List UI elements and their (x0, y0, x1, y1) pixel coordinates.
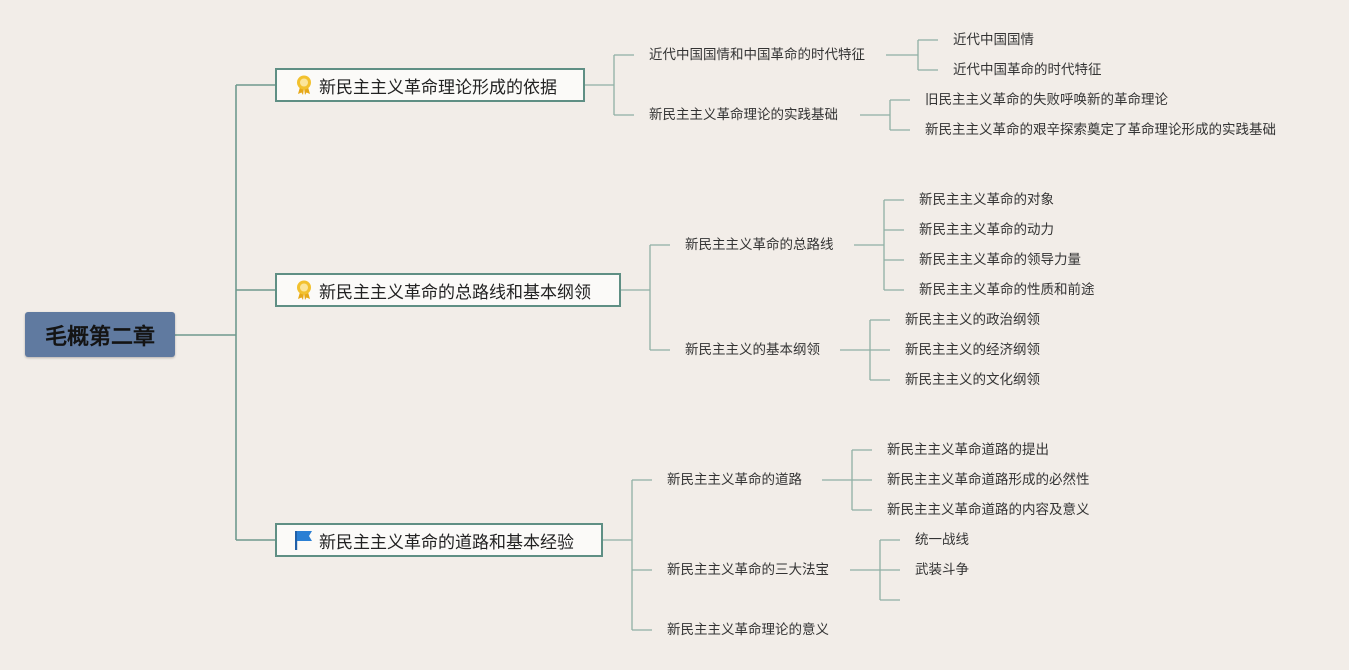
award-ribbon-icon (293, 74, 315, 96)
leaf-topic[interactable]: 新民主主义革命道路的提出 (887, 442, 1049, 458)
leaf-topic[interactable]: 统一战线 (915, 532, 969, 548)
leaf-topic[interactable]: 新民主主义革命道路形成的必然性 (887, 472, 1090, 488)
branch-revolution-road[interactable]: 新民主主义革命的道路和基本经验 (275, 523, 603, 557)
leaf-topic[interactable]: 新民主主义革命的对象 (919, 192, 1054, 208)
branch-label: 新民主主义革命的道路和基本经验 (319, 532, 574, 553)
leaf-topic[interactable]: 近代中国国情 (953, 32, 1034, 48)
subtopic[interactable]: 新民主主义革命理论的意义 (667, 622, 829, 638)
award-ribbon-icon (293, 279, 315, 301)
branch-label: 新民主主义革命的总路线和基本纲领 (319, 282, 591, 303)
branch-general-line[interactable]: 新民主主义革命的总路线和基本纲领 (275, 273, 621, 307)
subtopic[interactable]: 新民主主义革命的总路线 (685, 237, 834, 253)
subtopic[interactable]: 新民主主义的基本纲领 (685, 342, 820, 358)
leaf-topic[interactable]: 近代中国革命的时代特征 (953, 62, 1102, 78)
branch-label: 新民主主义革命理论形成的依据 (319, 77, 557, 98)
leaf-topic[interactable]: 新民主主义的文化纲领 (905, 372, 1040, 388)
subtopic[interactable]: 近代中国国情和中国革命的时代特征 (649, 47, 865, 63)
leaf-topic[interactable]: 旧民主主义革命的失败呼唤新的革命理论 (925, 92, 1168, 108)
leaf-topic[interactable]: 新民主主义革命的领导力量 (919, 252, 1081, 268)
root-topic-label: 毛概第二章 (44, 324, 155, 350)
leaf-topic[interactable]: 新民主主义的经济纲领 (905, 342, 1040, 358)
leaf-topic[interactable]: 新民主主义革命的性质和前途 (919, 282, 1095, 298)
blue-flag-icon (293, 529, 315, 551)
leaf-topic[interactable]: 新民主主义革命的艰辛探索奠定了革命理论形成的实践基础 (925, 122, 1276, 138)
leaf-topic[interactable]: 新民主主义的政治纲领 (905, 312, 1040, 328)
root-topic[interactable]: 毛概第二章 (25, 312, 175, 357)
leaf-topic[interactable]: 武装斗争 (915, 562, 969, 578)
subtopic[interactable]: 新民主主义革命的道路 (667, 472, 802, 488)
subtopic[interactable]: 新民主主义革命理论的实践基础 (649, 107, 838, 123)
leaf-topic[interactable]: 新民主主义革命道路的内容及意义 (887, 502, 1090, 518)
subtopic[interactable]: 新民主主义革命的三大法宝 (667, 562, 829, 578)
leaf-topic[interactable]: 新民主主义革命的动力 (919, 222, 1054, 238)
branch-theory-basis[interactable]: 新民主主义革命理论形成的依据 (275, 68, 585, 102)
